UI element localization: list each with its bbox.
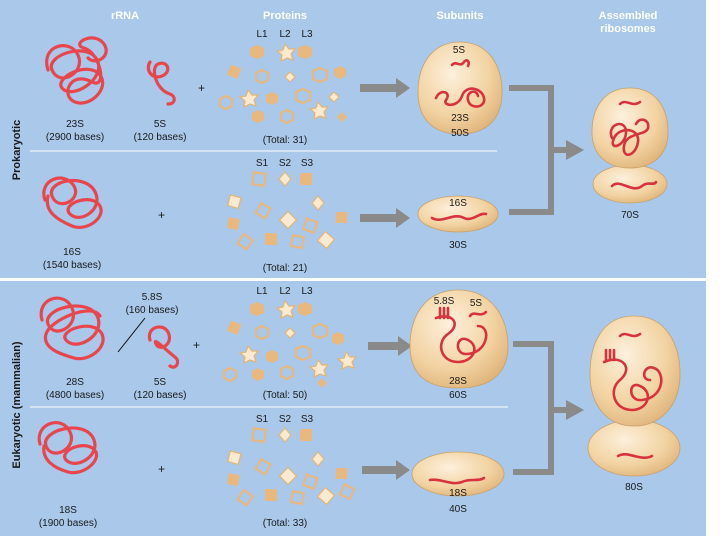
subunit-50s-5s-strand [450, 59, 470, 68]
arrow-euk-assembled [566, 400, 584, 420]
rrna-5s-strand [146, 60, 176, 106]
protein-l2-label: L2 [279, 29, 291, 40]
rrna-18s-bases: (1900 bases) [39, 518, 97, 529]
connector-prok [509, 85, 568, 215]
rrna-5.8s-label: 5.8S [142, 292, 163, 303]
connector-euk [513, 341, 568, 475]
header-subunits: Subunits [436, 10, 483, 22]
ribosome-70s-large [591, 87, 669, 169]
header-rrna: rRNA [111, 10, 139, 22]
header-assembled-line1: Assembled [599, 10, 658, 22]
rrna-5s-euk-bases: (120 bases) [134, 390, 187, 401]
subunit-40s-rna-label: 18S [449, 488, 467, 499]
rrna-28s-label: 28S [66, 377, 84, 388]
header-assembled-line2: ribosomes [600, 23, 656, 35]
protein-s3-label-euk: S3 [301, 414, 314, 425]
ribosome-70s-5s-strand [618, 100, 642, 106]
rrna-5s-bases: (120 bases) [134, 132, 187, 143]
ribosome-80s-small [587, 419, 681, 477]
rrna-16s-strand [42, 176, 103, 229]
protein-s2-label: S2 [279, 158, 292, 169]
subunit-60s-rna-5s-label: 5S [470, 298, 483, 309]
ribosome-70s-label: 70S [621, 210, 639, 221]
subunit-50s-rna-5s-label: 5S [453, 45, 466, 56]
subunit-40s-18s-strand [428, 476, 486, 485]
ribosome-70s-16s-strand [610, 180, 658, 190]
arrow-prok-assembled [566, 140, 584, 160]
subunit-60s-rna-28s-label: 28S [449, 376, 467, 387]
protein-l1-label-euk: L1 [256, 286, 268, 297]
rrna-23s-label: 23S [66, 119, 84, 130]
protein-total-euk-small: (Total: 33) [263, 518, 307, 529]
rrna-18s-label: 18S [59, 505, 77, 516]
plus-sign-prok-small: + [158, 208, 165, 222]
rrna-23s-bases: (2900 bases) [46, 132, 104, 143]
protein-s2-label-euk: S2 [279, 414, 292, 425]
header-proteins: Proteins [263, 10, 307, 22]
arrow-prok-large [360, 78, 410, 98]
ribosome-80s-28s-strand [602, 358, 663, 412]
subunit-30s-16s-strand [430, 212, 488, 221]
rrna-16s-label: 16S [63, 247, 81, 258]
ribosome-80s-18s-strand [616, 453, 654, 459]
rrna-5.8s-pointer [117, 317, 146, 353]
protein-l1-label: L1 [256, 29, 268, 40]
protein-l3-label: L3 [301, 29, 313, 40]
rrna-5.8s-bases: (160 bases) [126, 305, 179, 316]
ribosome-80s-label: 80S [625, 482, 643, 493]
rrna-18s-strand [37, 421, 99, 475]
rrna-5s-label: 5S [154, 119, 167, 130]
plus-sign: + [198, 81, 205, 95]
subunit-50s-rna-23s-label: 23S [451, 113, 469, 124]
subunit-40s-label: 40S [449, 504, 467, 515]
subunit-60s-28s-strand [434, 315, 488, 364]
protein-cluster-prok-small [226, 170, 347, 251]
protein-cluster-euk-small [226, 426, 357, 507]
protein-l2-label-euk: L2 [279, 286, 291, 297]
subunit-50s-23s-strand [434, 87, 486, 108]
protein-s1-label-euk: S1 [256, 414, 269, 425]
rrna-28s-bases: (4800 bases) [46, 390, 104, 401]
rrna-5s-euk-label: 5S [154, 377, 167, 388]
protein-l3-label-euk: L3 [301, 286, 313, 297]
rrna-28s-strand [39, 296, 105, 361]
protein-total-prok-large: (Total: 31) [263, 135, 307, 146]
ribosome-80s-5s-strand [618, 332, 642, 338]
plus-sign-euk-large: + [193, 338, 200, 352]
subunit-30s-rna-label: 16S [449, 198, 467, 209]
subunit-60s-5s-strand [468, 310, 488, 318]
prokaryotic-panel [0, 0, 706, 278]
arrow-prok-small [360, 208, 410, 228]
rrna-23s-strand [45, 36, 108, 105]
subunit-30s [417, 195, 499, 233]
arrow-euk-large [368, 336, 412, 356]
protein-cluster-prok-large [218, 42, 347, 125]
side-label-eukaryotic: Eukaryotic (mammalian) [11, 341, 23, 468]
ribosome-70s-23s-strand [609, 118, 650, 156]
side-label-prokaryotic: Prokaryotic [11, 120, 23, 181]
protein-cluster-euk-large [222, 299, 358, 388]
subunit-50s-label: 50S [451, 128, 469, 139]
subunit-30s-label: 30S [449, 240, 467, 251]
protein-total-euk-large: (Total: 50) [263, 390, 307, 401]
ribosome-80s-large [589, 315, 681, 427]
protein-s1-label: S1 [256, 158, 269, 169]
subunit-40s [411, 451, 505, 497]
subunit-50s [417, 41, 503, 135]
subunit-60s-label: 60S [449, 390, 467, 401]
rrna-16s-bases: (1540 bases) [43, 260, 101, 271]
protein-total-prok-small: (Total: 21) [263, 263, 307, 274]
subunit-60s-rna-5.8s-label: 5.8S [434, 296, 455, 307]
subunit-60s [409, 289, 509, 389]
protein-s3-label: S3 [301, 158, 314, 169]
arrow-euk-small [362, 460, 410, 480]
rrna-5s-euk-strand [147, 325, 180, 369]
plus-sign-euk-small: + [158, 462, 165, 476]
ribosome-80s-5.8s-strand [604, 348, 616, 362]
